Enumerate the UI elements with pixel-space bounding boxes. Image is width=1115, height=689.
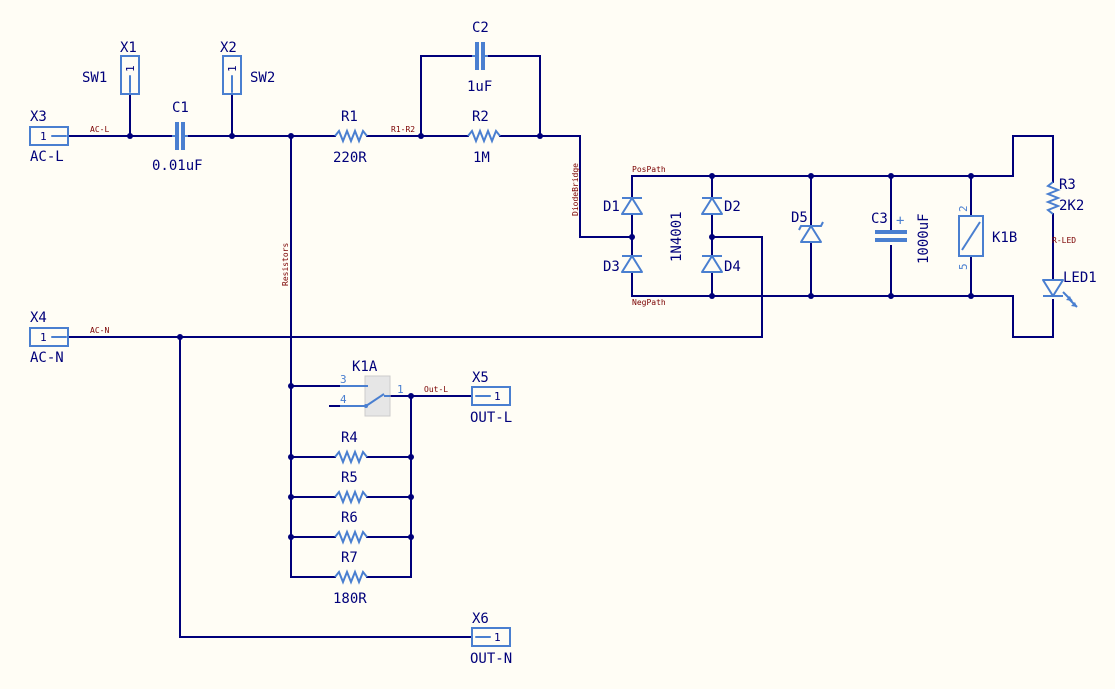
capacitor-c3-ref: C3 (871, 211, 888, 227)
net-label-neg-path: NegPath (632, 298, 666, 307)
resistor-r3-ref: R3 (1059, 177, 1076, 193)
relay-coil-k1b-pin5: 5 (957, 263, 970, 270)
connector-x1[interactable]: 1 X1 SW1 (82, 40, 140, 95)
relay-contact-k1a-pin3: 3 (340, 373, 347, 386)
resistor-r6-ref: R6 (341, 510, 358, 526)
connector-x6-pin: 1 (494, 631, 501, 644)
capacitor-c1-value: 0.01uF (152, 158, 203, 174)
led-led1[interactable]: LED1 (1042, 270, 1097, 308)
capacitor-c3-value: 1000uF (916, 213, 932, 264)
connector-x4[interactable]: 1 X4 AC-N (29, 310, 69, 366)
capacitor-c2-ref: C2 (472, 20, 489, 36)
resistor-r2-ref: R2 (472, 109, 489, 125)
net-label-diode-bridge: DiodeBridge (571, 163, 580, 216)
resistor-r4[interactable]: R4 (334, 430, 368, 465)
junctions (127, 133, 974, 540)
relay-contact-k1a-ref: K1A (352, 359, 378, 375)
wires (67, 55, 1054, 638)
diode-bridge-value: 1N4001 (669, 211, 685, 262)
connector-x2-pin: 1 (226, 65, 239, 72)
capacitor-c1-ref: C1 (172, 100, 189, 116)
resistor-r5-ref: R5 (341, 470, 358, 486)
diode-d4-ref: D4 (724, 259, 741, 275)
relay-contact-k1a-pin1: 1 (397, 383, 404, 396)
diode-d1[interactable]: D1 (603, 197, 643, 215)
resistor-r1[interactable]: R1 220R (333, 109, 368, 166)
relay-coil-k1b-pin2: 2 (957, 205, 970, 212)
resistor-r2-value: 1M (473, 150, 490, 166)
resistor-r2[interactable]: R2 1M (467, 109, 501, 166)
connector-x1-pin: 1 (124, 65, 137, 72)
connector-x5-ref: X5 (472, 370, 489, 386)
resistor-r4-ref: R4 (341, 430, 358, 446)
connector-x1-label: SW1 (82, 70, 107, 86)
resistor-r6[interactable]: R6 (334, 510, 368, 545)
connector-x3[interactable]: 1 X3 AC-L (29, 109, 69, 165)
connector-x6-label: OUT-N (470, 651, 512, 667)
resistor-r7-ref: R7 (341, 550, 358, 566)
capacitor-c3-polarity: + (896, 213, 904, 229)
connector-x4-ref: X4 (30, 310, 47, 326)
zener-diode-d5-ref: D5 (791, 210, 808, 226)
net-label-r-led: R-LED (1052, 236, 1076, 245)
net-label-r1-r2: R1-R2 (391, 125, 415, 134)
net-label-ac-l: AC-L (90, 125, 109, 134)
connector-x2[interactable]: 1 X2 SW2 (220, 40, 275, 95)
connector-x6[interactable]: 1 X6 OUT-N (470, 611, 512, 667)
net-label-pos-path: PosPath (632, 165, 666, 174)
connector-x6-ref: X6 (472, 611, 489, 627)
capacitor-c3[interactable]: + C3 1000uF (871, 211, 932, 264)
connector-x3-ref: X3 (30, 109, 47, 125)
diode-d4[interactable]: D4 (701, 255, 741, 275)
connector-x4-pin: 1 (40, 331, 47, 344)
zener-diode-d5[interactable]: D5 (791, 210, 824, 243)
connector-x2-ref: X2 (220, 40, 237, 56)
resistor-r3[interactable]: R3 2K2 (1045, 177, 1084, 215)
resistor-r7[interactable]: R7 180R (333, 550, 368, 607)
capacitor-c2[interactable]: C2 1uF (467, 20, 492, 95)
connector-x5-label: OUT-L (470, 410, 512, 426)
connector-x2-label: SW2 (250, 70, 275, 86)
resistor-r7-value: 180R (333, 591, 367, 607)
resistor-r1-ref: R1 (341, 109, 358, 125)
diode-d3[interactable]: D3 (603, 255, 643, 275)
connector-x3-pin: 1 (40, 130, 47, 143)
relay-contact-k1a-pin4: 4 (340, 393, 347, 406)
net-label-out-l: Out-L (424, 385, 448, 394)
connector-x4-label: AC-N (30, 350, 64, 366)
diode-d3-ref: D3 (603, 259, 620, 275)
resistor-r5[interactable]: R5 (334, 470, 368, 505)
resistor-r1-value: 220R (333, 150, 367, 166)
diode-d2[interactable]: D2 (701, 197, 741, 215)
connector-x5[interactable]: 1 X5 OUT-L (470, 370, 512, 426)
relay-coil-k1b[interactable]: 2 5 K1B (957, 205, 1017, 270)
diode-d2-ref: D2 (724, 199, 741, 215)
resistor-r3-value: 2K2 (1059, 198, 1084, 214)
capacitor-c1[interactable]: C1 0.01uF (152, 100, 203, 174)
relay-contact-k1a[interactable]: 3 4 1 K1A (340, 359, 404, 417)
led-led1-ref: LED1 (1063, 270, 1097, 286)
diode-d1-ref: D1 (603, 199, 620, 215)
net-label-ac-n: AC-N (90, 326, 109, 335)
relay-coil-k1b-ref: K1B (992, 230, 1017, 246)
connector-x1-ref: X1 (120, 40, 137, 56)
connector-x5-pin: 1 (494, 390, 501, 403)
connector-x3-label: AC-L (30, 149, 64, 165)
net-label-resistors: Resistors (281, 242, 290, 286)
capacitor-c2-value: 1uF (467, 79, 492, 95)
